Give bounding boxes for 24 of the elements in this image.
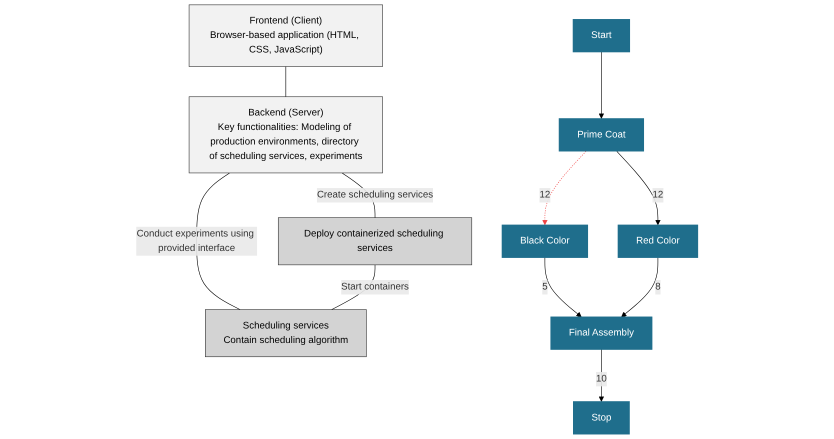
- arrow: [542, 150, 586, 226]
- arrow: [616, 150, 661, 226]
- edge-label: 12: [652, 190, 664, 200]
- arrow: [621, 257, 658, 318]
- node-box: Black Color: [502, 224, 588, 258]
- arrow: [598, 52, 604, 119]
- edge-label: Conduct experiments using provided interface: [136, 228, 254, 254]
- arrow: [598, 349, 604, 402]
- edge-label: 5: [542, 282, 548, 292]
- node-box: Start: [572, 19, 630, 52]
- edge-label: 12: [540, 190, 550, 200]
- node-box: Scheduling services Contain scheduling algorithm: [205, 309, 367, 358]
- edge-label: 8: [655, 282, 661, 292]
- node-box: Prime Coat: [558, 118, 644, 152]
- node-box: Frontend (Client) Browser-based application (HTML, CSS, JavaScript): [188, 4, 383, 67]
- node-box: Deploy containerized scheduling services: [278, 217, 472, 266]
- node-box: Stop: [573, 401, 630, 434]
- arrow: [544, 257, 582, 318]
- edge-label: Start containers: [341, 282, 409, 292]
- edge-label: 10: [596, 374, 607, 384]
- edge-label: Create scheduling services: [316, 190, 434, 200]
- node-box: Red Color: [618, 224, 698, 258]
- node-box: Final Assembly: [550, 316, 652, 350]
- node-box: Backend (Server) Key functionalities: Modeling of production environments, directory of scheduling services, experiments: [188, 96, 383, 174]
